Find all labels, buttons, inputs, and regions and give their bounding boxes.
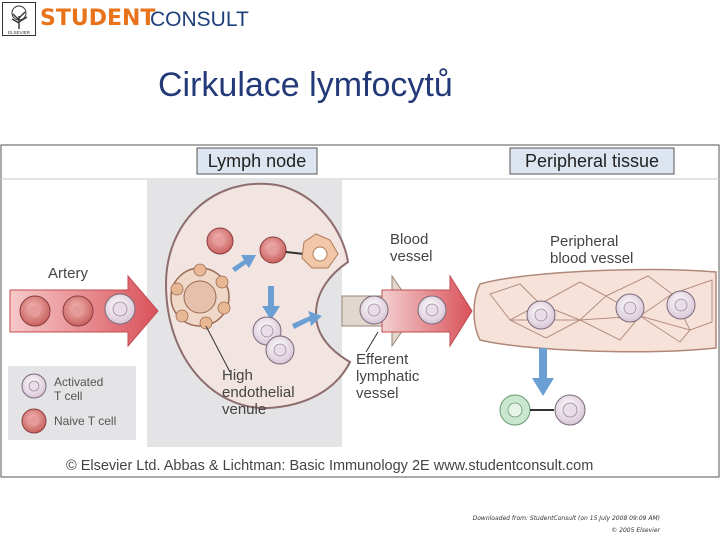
legend-naive-label: Naive T cell xyxy=(54,414,116,428)
brand-consult-text: CONSULT xyxy=(150,8,249,31)
elsevier-tree-icon: ELSEVIER xyxy=(2,2,36,36)
footer-copyright: © 2005 Elsevier xyxy=(611,527,660,534)
panel-header-lymph-node: Lymph node xyxy=(208,151,306,171)
brand-student-text: STUDENT xyxy=(40,6,156,31)
endothelial-cell xyxy=(215,275,229,289)
footer-download-note: Downloaded from: StudentConsult (on 15 J… xyxy=(472,515,660,522)
movement-arrow-right xyxy=(292,311,322,329)
cell-nucleus xyxy=(112,301,128,317)
label-hev-line1: High xyxy=(222,367,253,384)
cell-nucleus xyxy=(674,298,688,312)
cell-nucleus xyxy=(260,324,274,338)
hev-leader-line xyxy=(205,325,231,373)
label-efferent-line3: vessel xyxy=(356,385,399,402)
panel-header-peripheral-tissue: Peripheral tissue xyxy=(525,151,659,171)
label-hev-line2: endothelial xyxy=(222,384,295,401)
label-artery: Artery xyxy=(48,265,89,282)
cell-nucleus xyxy=(72,305,84,317)
panel-header-box-lymph-node xyxy=(196,147,318,175)
extravasation-arrow xyxy=(532,348,554,396)
peripheral-blood-vessel xyxy=(473,268,717,353)
cell-nucleus xyxy=(367,303,381,317)
apc-nucleus xyxy=(507,402,523,418)
hev-lumen xyxy=(183,280,217,314)
lymphocyte-circulation-figure: Lymph node Peripheral tissue Artery High… xyxy=(0,144,720,478)
cell-nucleus xyxy=(28,380,40,392)
label-hev-line3: venule xyxy=(222,401,266,418)
label-efferent-line1: Efferent xyxy=(356,351,409,368)
label-peripheral-bv-line1: Peripheral xyxy=(550,233,618,250)
cell-nucleus xyxy=(425,303,439,317)
elsevier-logo-text: ELSEVIER xyxy=(8,30,31,35)
panel-header-box-peripheral xyxy=(509,147,675,175)
endothelial-cell xyxy=(170,282,184,296)
cell-nucleus xyxy=(562,402,578,418)
cell-nucleus xyxy=(29,305,41,317)
cell-nucleus xyxy=(268,245,278,255)
endothelial-cell xyxy=(193,263,207,277)
endothelial-cell xyxy=(199,316,213,330)
label-blood-vessel-line1: Blood xyxy=(390,231,428,248)
movement-arrow-down xyxy=(262,286,280,320)
endothelial-cell xyxy=(217,301,231,315)
label-efferent-line2: lymphatic xyxy=(356,368,420,385)
movement-arrow-up xyxy=(232,255,256,272)
cell-nucleus xyxy=(534,308,548,322)
label-blood-vessel-line2: vessel xyxy=(390,248,433,265)
legend-activated-line1: Activated xyxy=(54,375,103,389)
cell-nucleus xyxy=(215,236,225,246)
cell-nucleus xyxy=(623,301,637,315)
dendritic-cell-nucleus xyxy=(312,246,328,262)
slide-title: Cirkulace lymfocytů xyxy=(158,66,453,104)
efferent-leader-line xyxy=(365,331,379,353)
label-peripheral-bv-line2: blood vessel xyxy=(550,250,633,267)
tcr-contact xyxy=(285,251,305,255)
legend-activated-line2: T cell xyxy=(54,389,82,403)
header-logo: ELSEVIER xyxy=(2,2,242,38)
figure-copyright: © Elsevier Ltd. Abbas & Lichtman: Basic … xyxy=(66,458,593,474)
endothelial-cell xyxy=(175,309,189,323)
cell-nucleus xyxy=(273,343,287,357)
cell-nucleus xyxy=(29,416,39,426)
